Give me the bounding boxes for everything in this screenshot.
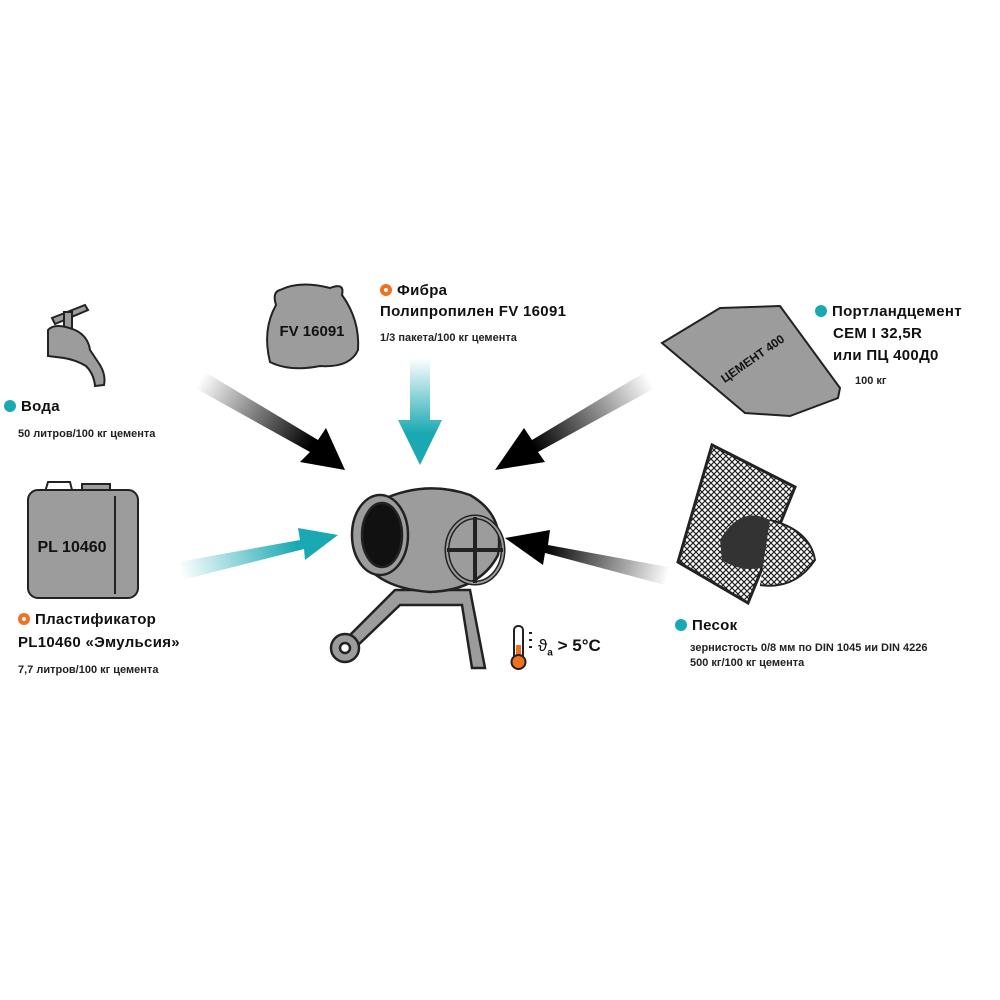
teal-bullet-icon (815, 305, 827, 317)
orange-ring-bullet-icon (380, 284, 392, 296)
cement-alt-grade: или ПЦ 400Д0 (833, 347, 939, 364)
teal-bullet-icon (4, 400, 16, 412)
water-title: Вода (4, 398, 60, 415)
fiber-bag-icon: FV 16091 (266, 283, 360, 370)
svg-text:FV 16091: FV 16091 (279, 323, 344, 340)
cement-bag-icon: ЦЕМЕНТ 400 (660, 304, 842, 418)
cement-arrow (495, 372, 655, 470)
svg-text:PL 10460: PL 10460 (37, 539, 106, 556)
fiber-subtitle: Полипропилен FV 16091 (380, 303, 567, 320)
sand-arrow (505, 530, 668, 585)
plasticizer-amount: 7,7 литров/100 кг цемента (18, 664, 159, 676)
temperature-condition: ϑa > 5°C (538, 636, 601, 659)
concrete-mixer-icon (329, 487, 506, 670)
sand-sieve-icon (676, 442, 817, 606)
fiber-title: Фибра (380, 282, 447, 299)
orange-ring-bullet-icon (18, 613, 30, 625)
plasticizer-arrow (178, 528, 338, 580)
water-amount: 50 литров/100 кг цемента (18, 428, 156, 440)
thermometer-icon (510, 625, 532, 670)
plasticizer-subtitle: PL10460 «Эмульсия» (18, 634, 180, 651)
plasticizer-title: Пластификатор (18, 611, 156, 628)
fiber-arrow (398, 358, 442, 465)
sand-title: Песок (675, 617, 737, 634)
sand-grain: зернистость 0/8 мм по DIN 1045 ии DIN 42… (690, 642, 928, 654)
sand-amount: 500 кг/100 кг цемента (690, 657, 805, 669)
fiber-amount: 1/3 пакета/100 кг цемента (380, 332, 517, 344)
cement-grade: CEM I 32,5R (833, 325, 923, 342)
water-arrow (195, 372, 345, 470)
teal-bullet-icon (675, 619, 687, 631)
cement-title: Портландцемент (815, 303, 962, 320)
faucet-icon (47, 303, 106, 388)
canister-icon: PL 10460 (27, 481, 139, 599)
cement-amount: 100 кг (855, 375, 887, 387)
